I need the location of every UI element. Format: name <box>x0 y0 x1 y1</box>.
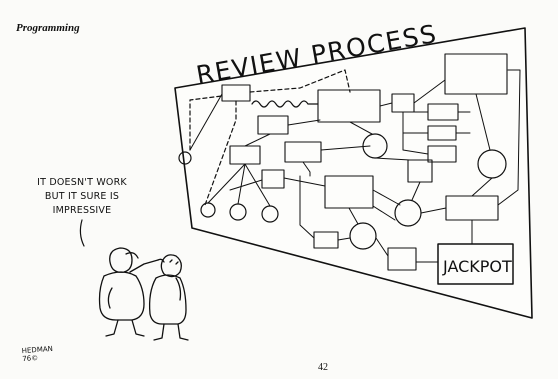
character-right <box>148 254 189 341</box>
speech-line: BUT IT SURE IS <box>44 191 120 202</box>
squiggle-line <box>251 100 319 108</box>
artist-signature: HEDMAN 76© <box>21 345 53 363</box>
character-left <box>98 247 165 337</box>
flow-circle <box>178 151 192 165</box>
flow-circle <box>349 222 377 250</box>
jackpot-box <box>437 243 514 285</box>
speech-line: IMPRESSIVE <box>52 205 112 216</box>
speech-bubble-text: IT DOESN'T WORK BUT IT SURE IS IMPRESSIV… <box>27 176 137 218</box>
speech-line: IT DOESN'T WORK <box>37 177 127 188</box>
page-number: 42 <box>318 362 328 373</box>
flowchart-connectors <box>189 69 521 263</box>
dashed-connector <box>189 69 351 206</box>
review-board <box>174 27 533 319</box>
flow-box <box>387 247 417 271</box>
jackpot-label: JACKPOT <box>442 257 512 276</box>
section-header: Programming <box>16 22 80 34</box>
speech-pointer <box>79 219 85 247</box>
flow-box <box>261 169 285 189</box>
